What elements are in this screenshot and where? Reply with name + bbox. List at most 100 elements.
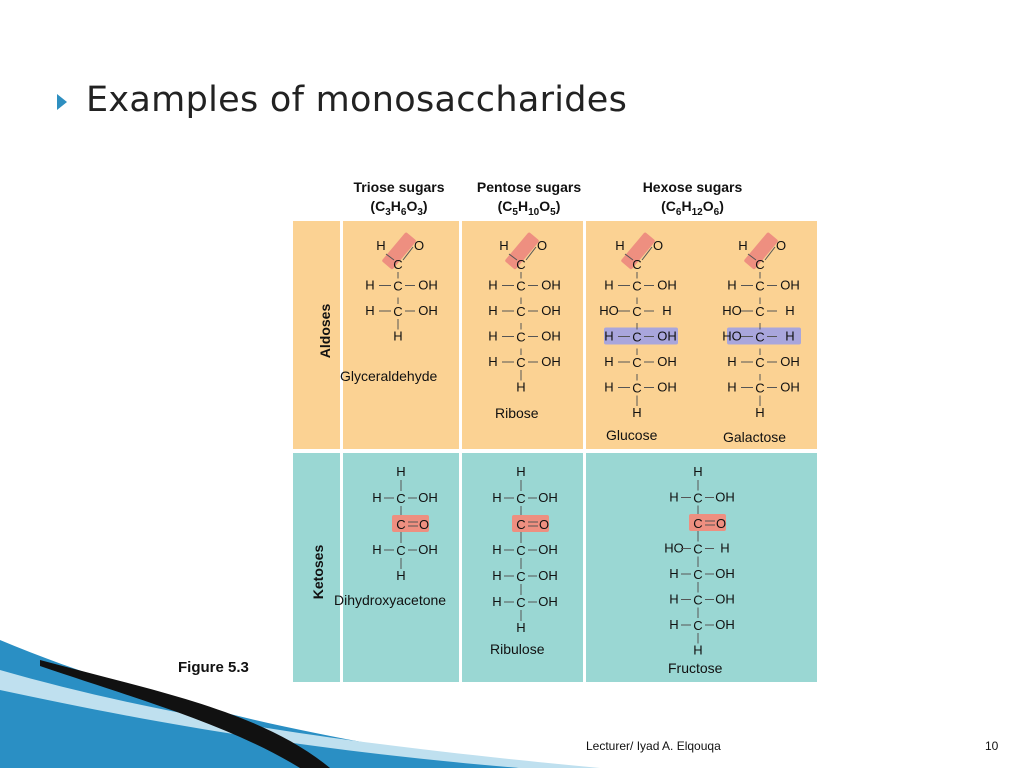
atom-label: H <box>516 464 525 479</box>
atom-label: C <box>516 491 525 506</box>
atom-label: H <box>365 303 374 318</box>
atom-label: H <box>365 278 374 293</box>
header-triose-formula: (C3H6O3) <box>370 198 428 218</box>
atom-label: OH <box>541 278 561 293</box>
atom-label: C <box>516 279 525 294</box>
atom-label: C <box>516 257 525 272</box>
atom-label: OH <box>715 566 735 581</box>
atom-label: OH <box>541 329 561 344</box>
atom-label: O <box>419 517 429 532</box>
ketose-pentose-cell <box>462 453 583 682</box>
atom-label: OH <box>538 490 558 505</box>
atom-label: HO <box>722 303 742 318</box>
header-triose-name: Triose sugars <box>353 179 445 195</box>
atom-label: H <box>488 354 497 369</box>
atom-label: H <box>662 303 671 318</box>
header-hexose-name: Hexose sugars <box>642 179 743 195</box>
carbonyl-highlight <box>744 232 778 270</box>
atom-label: C <box>693 618 702 633</box>
bond <box>624 253 634 261</box>
atom-label: C <box>396 543 405 558</box>
atom-label: O <box>414 238 424 253</box>
name-dihydroxyacetone: Dihydroxyacetone <box>334 592 447 608</box>
atom-label: OH <box>418 542 438 557</box>
atom-label: OH <box>657 380 677 395</box>
atom-label: C <box>632 257 641 272</box>
atom-label: H <box>727 354 736 369</box>
header-hexose: Hexose sugars (C6H12O6) <box>615 179 770 218</box>
name-ribose: Ribose <box>495 405 539 421</box>
atom-label: O <box>537 238 547 253</box>
bond <box>747 253 757 261</box>
atom-label: H <box>669 566 678 581</box>
atom-label: H <box>492 490 501 505</box>
atom-label: C <box>693 593 702 608</box>
atom-label: H <box>396 464 405 479</box>
swoosh-blue-band <box>0 640 520 768</box>
atom-label: HO <box>599 303 619 318</box>
atom-label: H <box>785 303 794 318</box>
carbonyl-highlight <box>382 232 416 270</box>
header-pentose: Pentose sugars (C5H10O5) <box>460 179 598 218</box>
swoosh-black-band <box>40 660 330 768</box>
atom-label: C <box>755 330 764 345</box>
atom-label: C <box>693 516 702 531</box>
atom-label: C <box>632 355 641 370</box>
atom-label: OH <box>780 278 800 293</box>
name-glyceraldehyde: Glyceraldehyde <box>340 368 438 384</box>
bullet-arrow-icon <box>57 94 67 110</box>
atom-label: H <box>604 380 613 395</box>
footer-lecturer: Lecturer/ Iyad A. Elqouqa <box>586 739 721 753</box>
carbonyl-highlight <box>621 232 655 270</box>
atom-label: C <box>516 543 525 558</box>
atom-label: H <box>376 238 385 253</box>
atom-label: H <box>669 592 678 607</box>
atom-label: OH <box>418 303 438 318</box>
atom-label: OH <box>418 278 438 293</box>
atom-label: OH <box>538 542 558 557</box>
atom-label: O <box>716 516 726 531</box>
atom-label: OH <box>657 329 677 344</box>
atom-label: H <box>604 278 613 293</box>
atom-label: H <box>516 380 525 395</box>
atom-label: O <box>539 517 549 532</box>
atom-label: OH <box>538 568 558 583</box>
figure-label: Figure 5.3 <box>178 659 249 676</box>
atom-label: OH <box>780 380 800 395</box>
slide-title: Examples of monosaccharides <box>86 80 628 120</box>
header-triose: Triose sugars (C3H6O3) <box>330 179 468 218</box>
atom-label: C <box>632 304 641 319</box>
atom-label: H <box>669 490 678 505</box>
atom-label: C <box>632 381 641 396</box>
atom-label: C <box>632 330 641 345</box>
bond <box>508 253 518 261</box>
atom-label: O <box>776 238 786 253</box>
atom-label: HO <box>722 329 742 344</box>
atom-label: H <box>492 594 501 609</box>
page-number: 10 <box>985 739 999 753</box>
atom-label: C <box>516 355 525 370</box>
atom-label: OH <box>657 278 677 293</box>
atom-label: O <box>653 238 663 253</box>
atom-label: H <box>720 541 729 556</box>
carbonyl-highlight <box>392 515 429 532</box>
atom-label: H <box>669 617 678 632</box>
atom-label: C <box>396 517 405 532</box>
atom-label: H <box>785 329 794 344</box>
bond <box>764 246 776 261</box>
atom-label: C <box>693 567 702 582</box>
atom-label: C <box>393 304 402 319</box>
aldoses-label-cell <box>293 221 340 449</box>
name-fructose: Fructose <box>668 660 723 676</box>
decorative-swoosh <box>0 640 600 768</box>
atom-label: OH <box>715 490 735 505</box>
atom-label: H <box>693 643 702 658</box>
atom-label: H <box>372 490 381 505</box>
atom-label: C <box>755 355 764 370</box>
stereo-highlight <box>727 327 801 345</box>
atom-label: C <box>755 381 764 396</box>
name-galactose: Galactose <box>723 429 787 445</box>
bond <box>525 246 537 261</box>
atom-label: C <box>516 517 525 532</box>
